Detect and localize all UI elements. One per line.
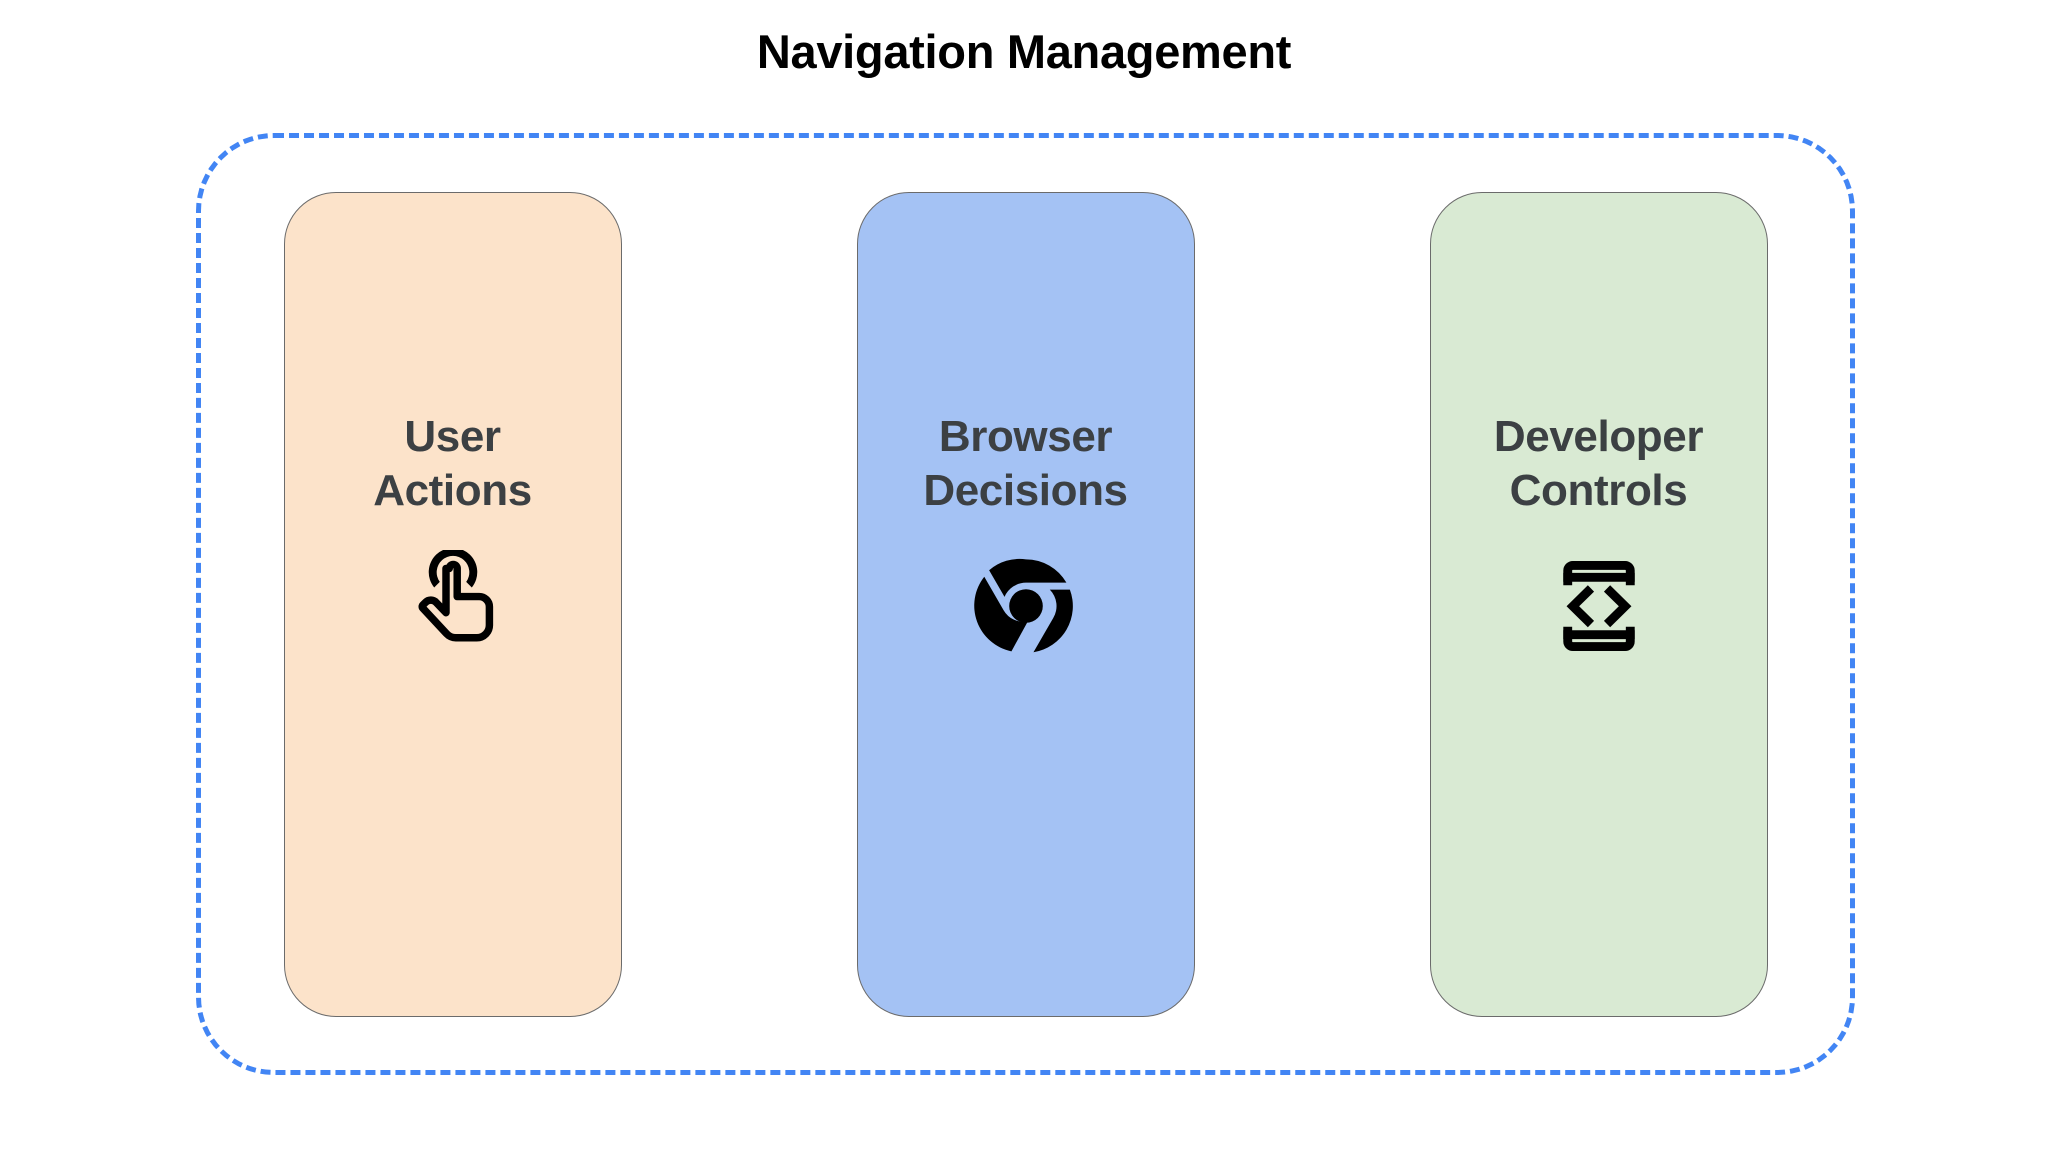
card-user-actions-label: User Actions — [373, 411, 532, 515]
developer-mode-icon — [1543, 550, 1655, 662]
card-browser-decisions-label: Browser Decisions — [923, 411, 1128, 515]
cards-row: User Actions Browser Decisions Developer… — [196, 133, 1855, 1075]
card-user-actions[interactable]: User Actions — [283, 191, 622, 1017]
card-browser-decisions[interactable]: Browser Decisions — [856, 191, 1195, 1017]
card-developer-controls-label: Developer Controls — [1493, 411, 1704, 515]
card-developer-controls[interactable]: Developer Controls — [1429, 191, 1768, 1017]
page-title: Navigation Management — [756, 25, 1292, 78]
navigation-management-group-boundary — [196, 133, 1855, 1075]
touch-app-icon — [397, 549, 509, 662]
chrome-logo-icon — [970, 550, 1082, 662]
